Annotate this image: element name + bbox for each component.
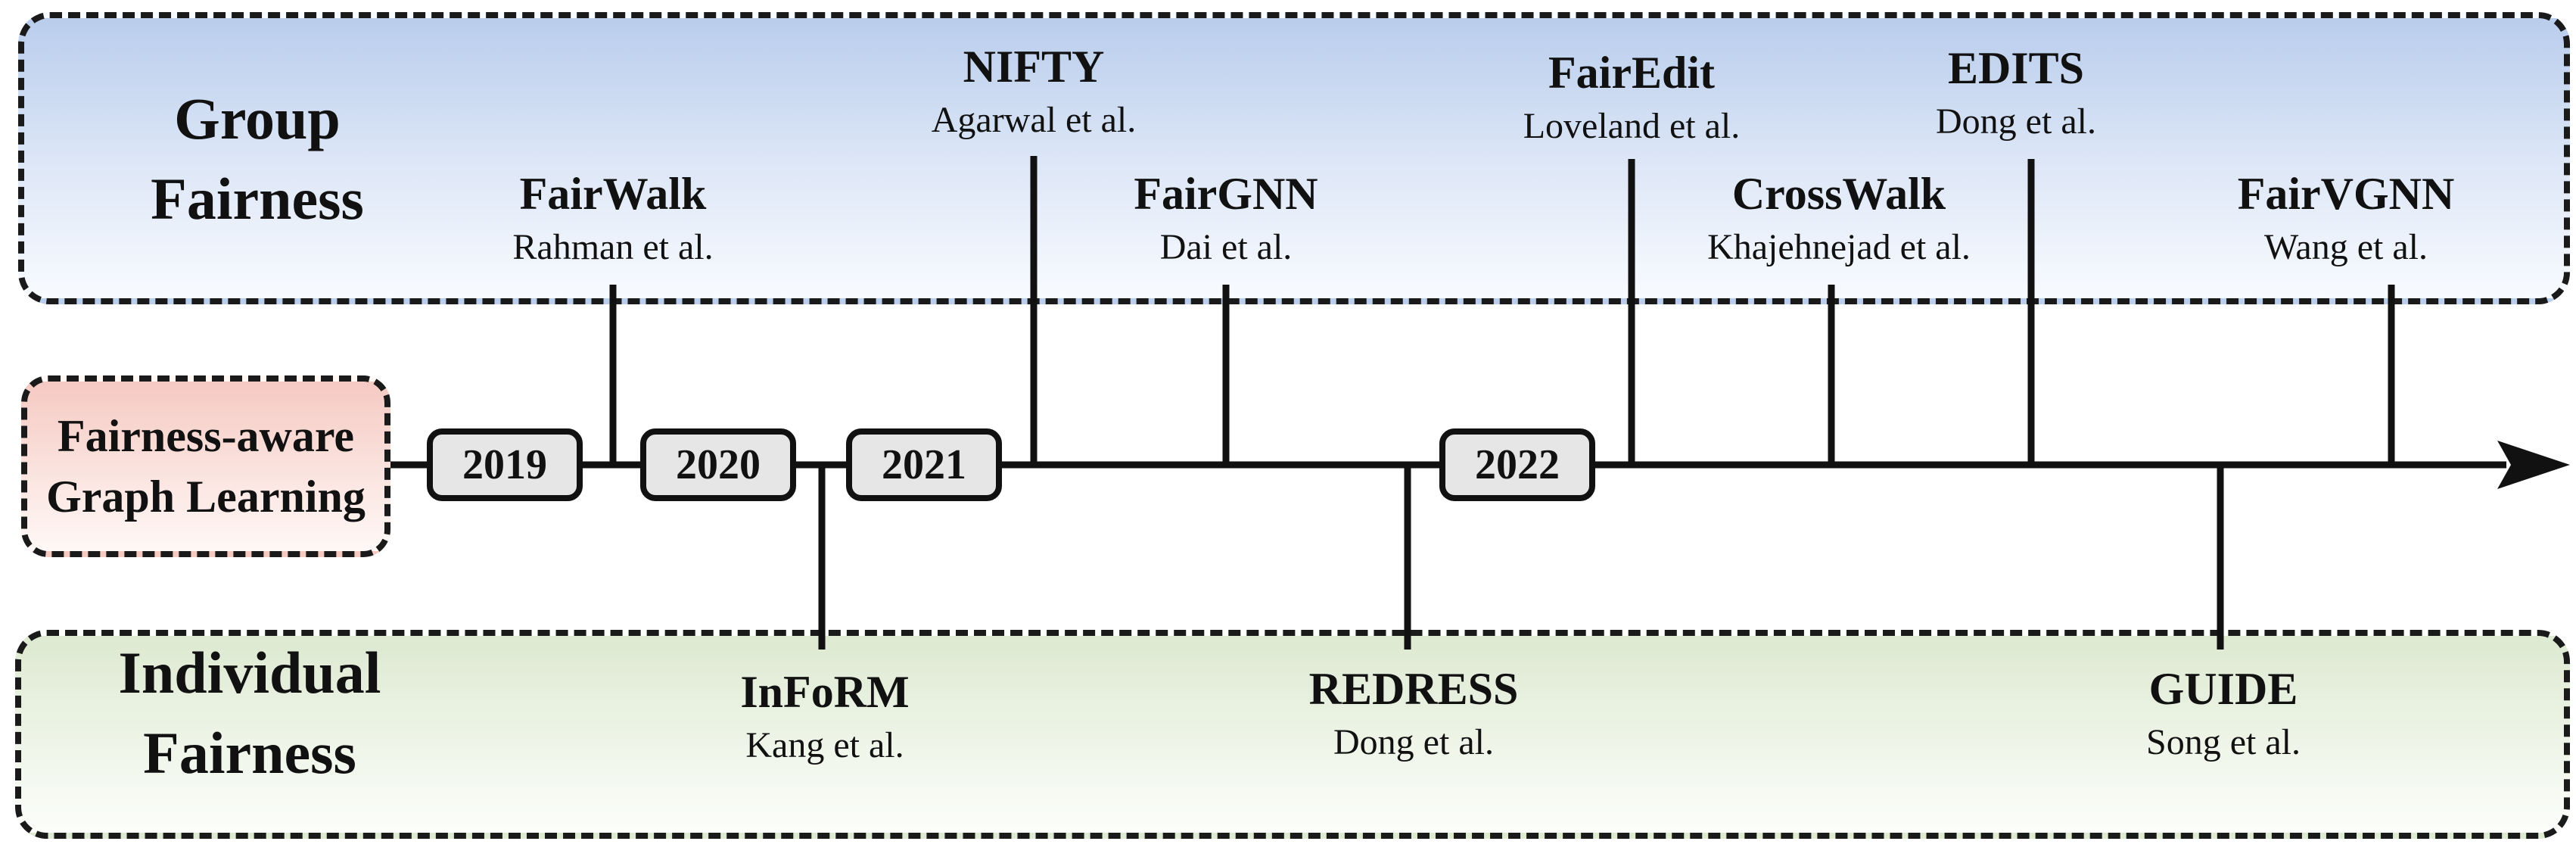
method-nifty: NIFTY Agarwal et al. <box>822 38 1246 145</box>
method-author: Dong et al. <box>1333 722 1494 762</box>
individual-fairness-title: Individual Fairness <box>98 633 401 793</box>
method-redress: REDRESS Dong et al. <box>1202 660 1626 768</box>
method-name: GUIDE <box>2148 664 2298 714</box>
year-2021: 2021 <box>846 428 1002 501</box>
method-edits: EDITS Dong et al. <box>1804 39 2228 147</box>
method-author: Song et al. <box>2146 722 2301 762</box>
method-fairgnn: FairGNN Dai et al. <box>1014 165 1438 273</box>
group-title-line2: Fairness <box>151 166 364 232</box>
method-author: Dong et al. <box>1936 101 2096 142</box>
method-name: FairGNN <box>1134 169 1318 219</box>
group-fairness-region <box>18 12 2570 304</box>
method-author: Loveland et al. <box>1523 106 1741 146</box>
method-author: Dai et al. <box>1159 227 1293 267</box>
method-inform: InFoRM Kang et al. <box>613 663 1037 771</box>
method-fairvgnn: FairVGNN Wang et al. <box>2134 165 2558 273</box>
method-fairedit: FairEdit Loveland et al. <box>1420 44 1843 151</box>
method-author: Kang et al. <box>745 725 904 765</box>
root-label: Fairness-aware Graph Learning <box>46 406 366 527</box>
root-label-line2: Graph Learning <box>46 472 366 522</box>
method-name: InFoRM <box>740 667 910 717</box>
method-name: FairEdit <box>1548 48 1715 98</box>
method-name: FairVGNN <box>2237 169 2455 219</box>
year-2022: 2022 <box>1439 428 1595 501</box>
method-name: FairWalk <box>519 169 707 219</box>
timeline-arrowhead <box>2497 441 2570 489</box>
method-crosswalk: CrossWalk Khajehnejad et al. <box>1627 165 2051 273</box>
individual-title-line2: Fairness <box>143 720 356 786</box>
root-node: Fairness-aware Graph Learning <box>21 375 390 557</box>
method-name: EDITS <box>1947 43 2085 93</box>
method-guide: GUIDE Song et al. <box>2011 660 2435 768</box>
year-2020: 2020 <box>640 428 796 501</box>
method-fairwalk: FairWalk Rahman et al. <box>401 165 825 273</box>
individual-fairness-region <box>15 630 2570 839</box>
method-name: CrossWalk <box>1731 169 1946 219</box>
method-author: Wang et al. <box>2263 227 2428 267</box>
group-title-line1: Group <box>174 86 341 151</box>
method-author: Khajehnejad et al. <box>1707 227 1971 267</box>
year-2019: 2019 <box>427 428 583 501</box>
root-label-line1: Fairness-aware <box>57 411 355 461</box>
individual-title-line1: Individual <box>118 640 381 706</box>
method-name: REDRESS <box>1308 664 1519 714</box>
method-name: NIFTY <box>963 42 1105 92</box>
method-author: Rahman et al. <box>512 227 714 267</box>
group-fairness-title: Group Fairness <box>114 79 401 239</box>
method-author: Agarwal et al. <box>931 100 1137 140</box>
